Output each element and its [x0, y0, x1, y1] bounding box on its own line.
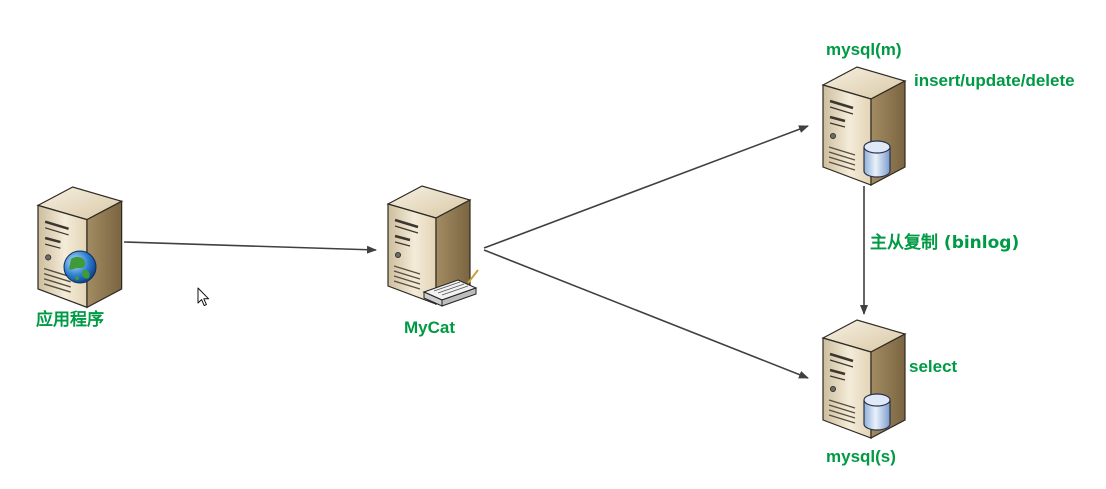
edge-mycat-to-slave — [483, 249, 809, 379]
mycat-label: MyCat — [404, 318, 455, 337]
edge-app-to-mycat — [123, 241, 377, 254]
mouse-pointer-icon — [197, 287, 210, 307]
app-label: 应用程序 — [36, 309, 104, 330]
server-database-icon — [821, 318, 907, 440]
server-globe-icon — [36, 185, 123, 309]
node-mycat: MyCat — [386, 184, 479, 337]
replication-label: 主从复制 (binlog) — [870, 232, 1019, 253]
edges — [123, 125, 868, 379]
node-master: mysql(m) insert/update/delete — [821, 40, 1075, 187]
server-database-icon — [821, 65, 907, 187]
edge-mycat-to-master — [483, 125, 809, 249]
node-slave: mysql(s) select — [821, 318, 958, 466]
slave-label: mysql(s) — [826, 447, 896, 466]
server-router-icon — [386, 184, 479, 307]
master-label: mysql(m) — [826, 40, 902, 59]
master-operations-label: insert/update/delete — [914, 71, 1075, 90]
node-app: 应用程序 — [36, 185, 123, 330]
slave-operations-label: select — [909, 357, 958, 376]
